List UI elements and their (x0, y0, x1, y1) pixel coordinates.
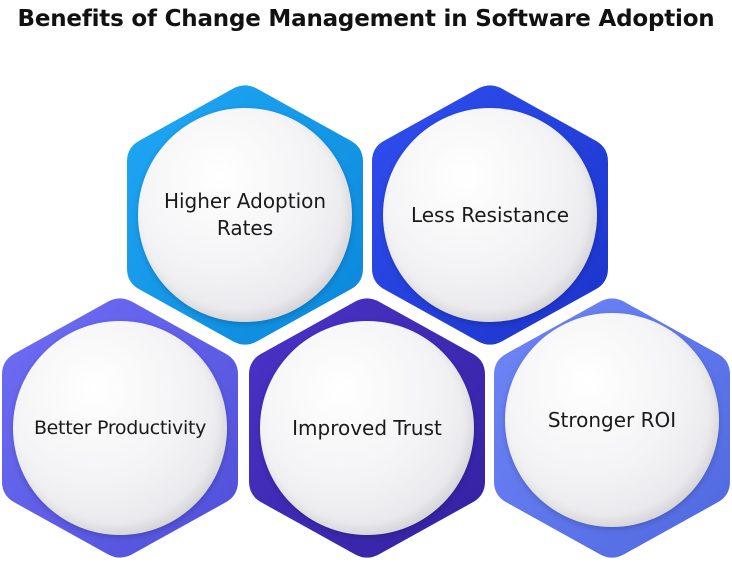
diagram-title: Benefits of Change Management in Softwar… (17, 6, 715, 32)
benefit-label: Improved Trust (292, 415, 442, 440)
benefit-hexagon-stronger-roi: Stronger ROI (492, 293, 732, 563)
benefit-circle: Less Resistance (383, 108, 597, 322)
benefit-hexagon-less-resistance: Less Resistance (370, 80, 610, 350)
benefit-label: Less Resistance (410, 202, 570, 227)
benefit-hexagon-improved-trust: Improved Trust (247, 293, 487, 563)
benefit-circle: Higher Adoption Rates (138, 108, 352, 322)
benefit-label: Stronger ROI (547, 407, 677, 432)
benefit-label: Better Productivity (33, 416, 207, 439)
benefit-circle: Improved Trust (260, 321, 474, 535)
benefit-label: Higher Adoption Rates (163, 189, 327, 240)
benefit-hexagon-higher-adoption-rates: Higher Adoption Rates (125, 80, 365, 350)
benefit-circle: Stronger ROI (505, 313, 719, 527)
benefit-circle: Better Productivity (13, 321, 227, 535)
benefit-hexagon-better-productivity: Better Productivity (0, 293, 240, 563)
